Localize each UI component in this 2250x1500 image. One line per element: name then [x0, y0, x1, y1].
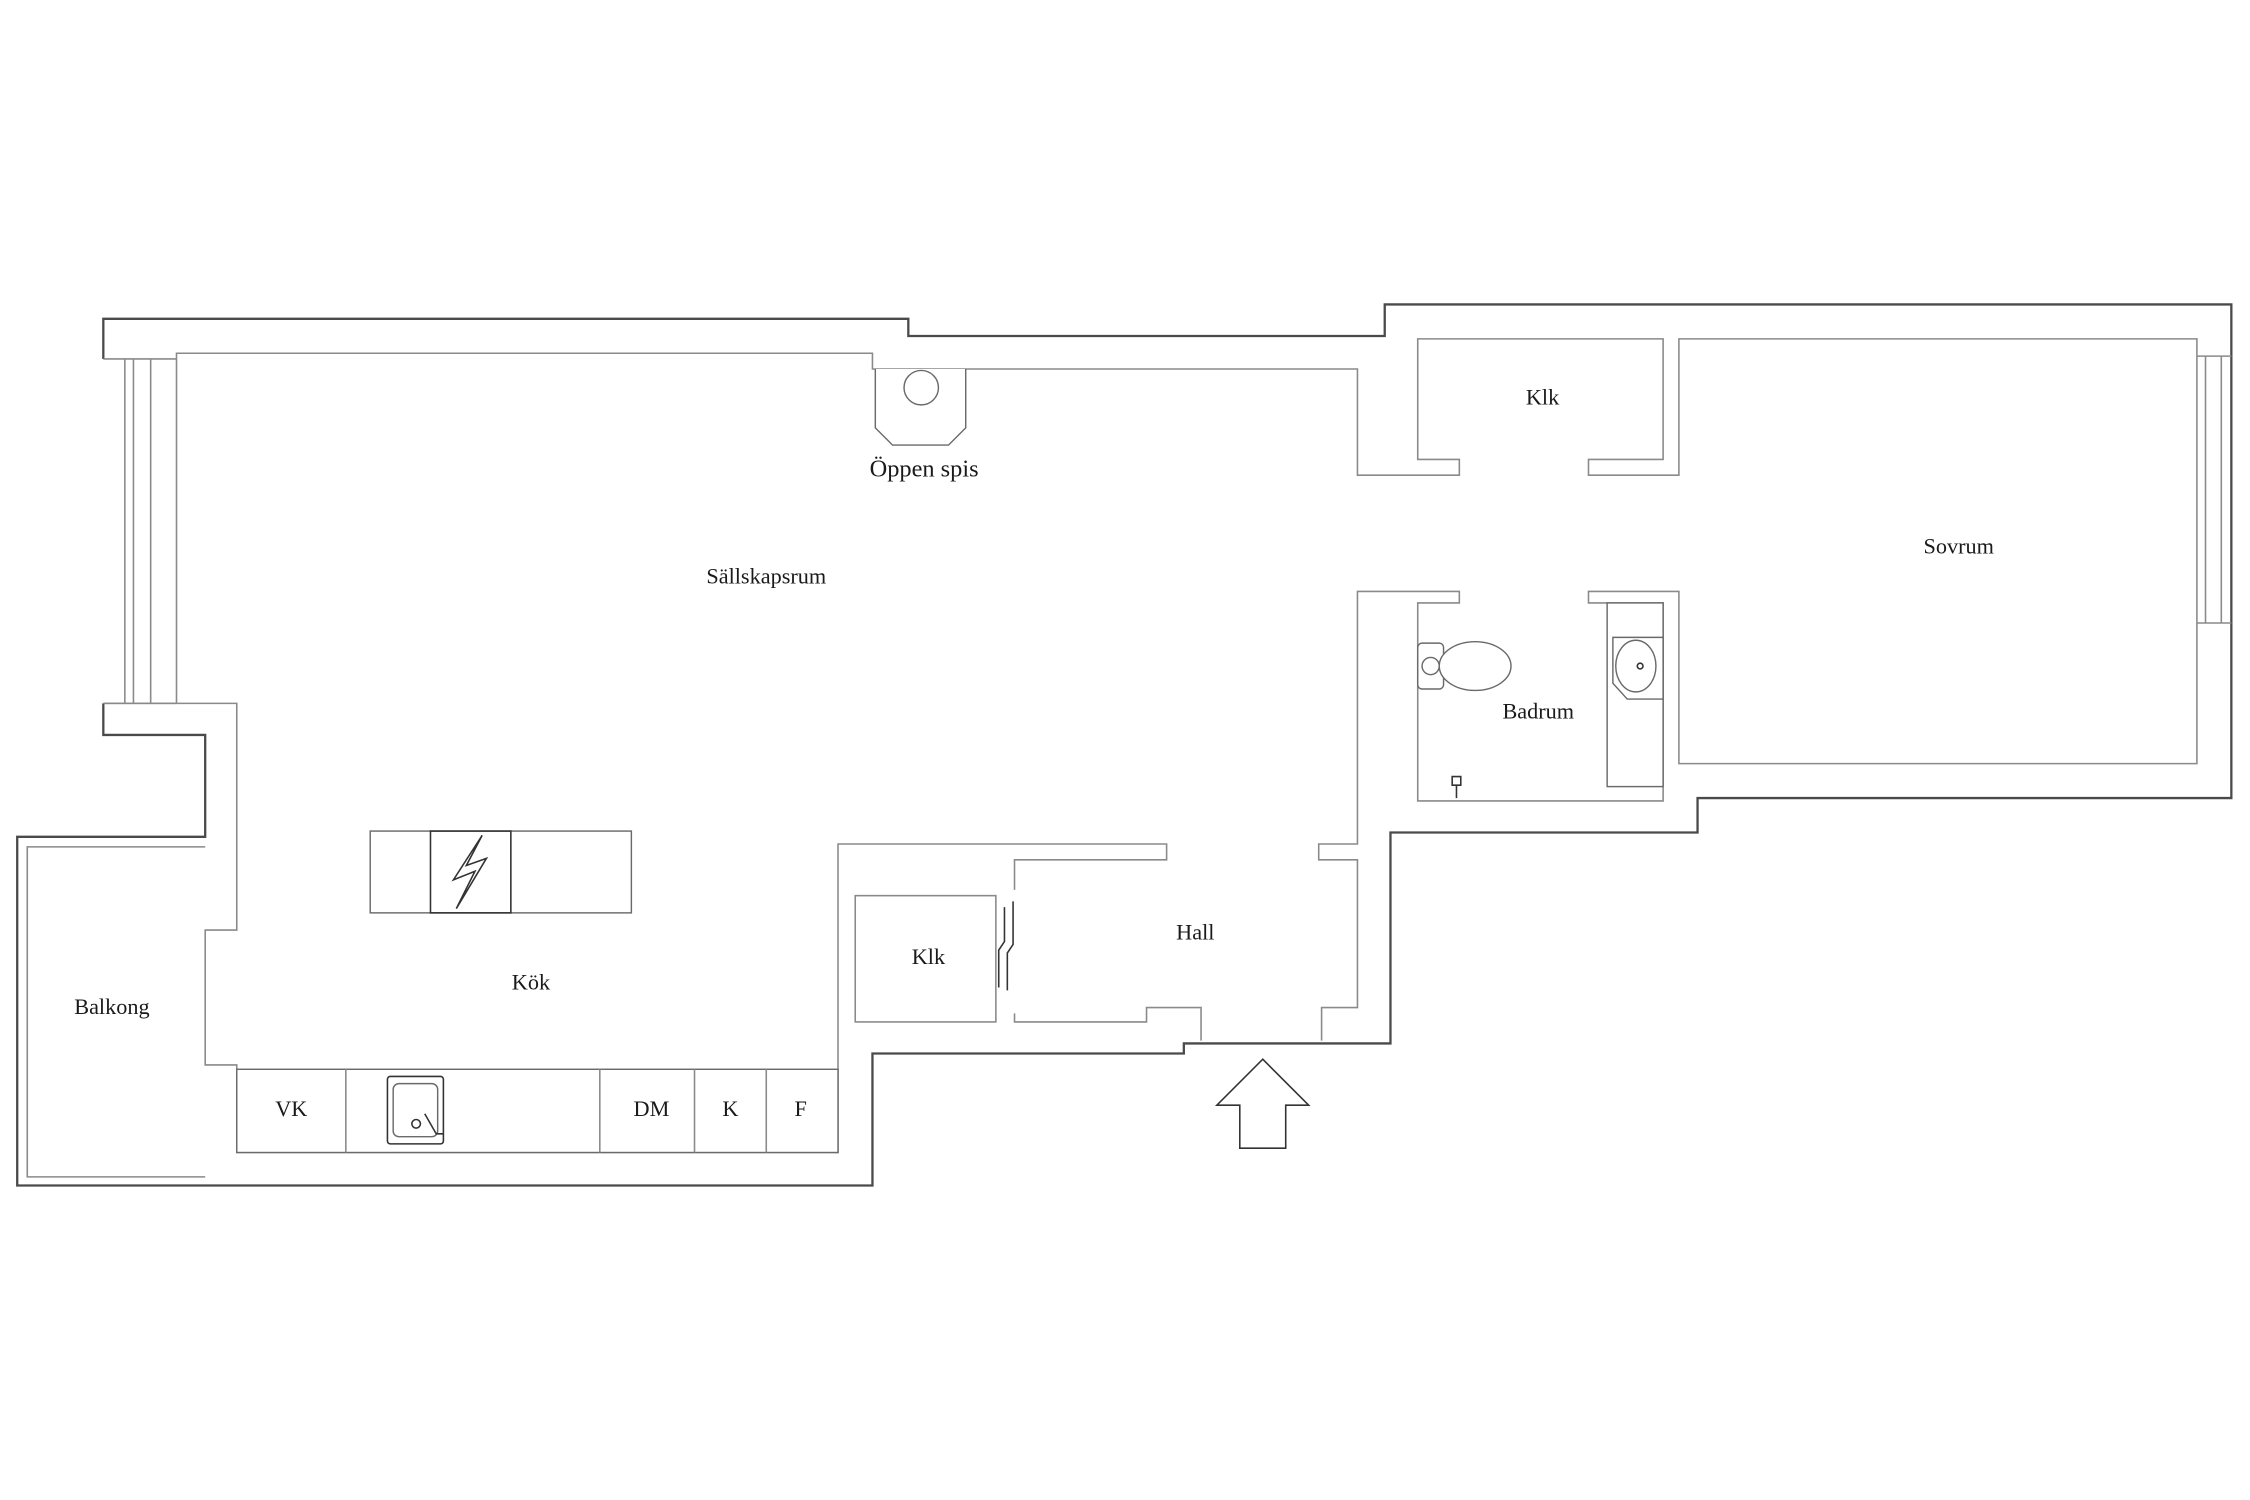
sink-icon — [386, 1075, 445, 1145]
kitchen-island — [369, 830, 633, 914]
entry-arrow-icon — [1214, 1058, 1311, 1149]
window-frame — [103, 358, 177, 705]
closet-sliding-door — [997, 901, 1014, 991]
label-balcony: Balkong — [74, 994, 149, 1019]
label-closet-top: Klk — [1526, 384, 1560, 409]
label-living-room: Sällskapsrum — [706, 564, 826, 589]
fireplace-opening — [903, 369, 940, 406]
toilet-button — [1421, 656, 1440, 676]
floor-drain — [1451, 775, 1462, 799]
washbasin-tap — [1636, 662, 1644, 670]
sink-drain — [411, 1118, 422, 1129]
sink-basin — [392, 1082, 439, 1138]
counter-top — [236, 1068, 839, 1154]
inner-wall-north-east — [175, 338, 2198, 1041]
washbasin-bowl — [1615, 639, 1657, 693]
label-bathroom: Badrum — [1502, 699, 1574, 724]
island-counter — [369, 830, 633, 914]
label-fireplace: Öppen spis — [870, 455, 979, 482]
fireplace-icon — [874, 369, 967, 446]
inner-wall-hall — [1013, 1006, 1202, 1041]
label-hall: Hall — [1176, 920, 1214, 945]
label-unit-f: F — [795, 1096, 807, 1121]
outer-wall — [16, 303, 2233, 1187]
floor-drain-icon — [1451, 775, 1462, 799]
balcony-railing — [26, 846, 206, 1178]
label-unit-k: K — [722, 1096, 738, 1121]
sink-rim — [386, 1075, 445, 1145]
fireplace-hearth — [874, 369, 967, 446]
label-unit-vk: VK — [275, 1096, 307, 1121]
toilet-icon — [1417, 640, 1512, 692]
stove-icon — [429, 830, 512, 914]
hall-closet — [854, 894, 997, 1023]
label-unit-dm: DM — [634, 1096, 670, 1121]
label-closet-hall: Klk — [912, 944, 946, 969]
bedroom-window — [2196, 355, 2232, 624]
living-room-window — [103, 358, 177, 705]
label-kitchen: Kök — [512, 970, 551, 995]
counter-dividers — [345, 1069, 768, 1153]
washbasin-icon — [1606, 602, 1664, 788]
toilet-bowl — [1438, 640, 1512, 692]
stove-bolt-icon — [451, 834, 489, 909]
label-bedroom: Sovrum — [1923, 533, 1993, 558]
kitchen-counter — [236, 1068, 839, 1154]
sink-faucet — [424, 1113, 444, 1135]
